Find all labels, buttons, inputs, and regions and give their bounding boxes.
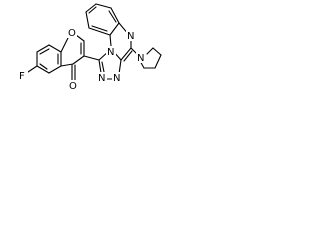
atom-labels: O O F N N N N N xyxy=(18,27,146,92)
bonds xyxy=(27,3,162,81)
atom-nitrogen-triazole-2: N xyxy=(113,73,120,84)
atom-oxygen-ketone: O xyxy=(69,81,77,92)
atom-nitrogen-quinoxaline: N xyxy=(127,31,134,42)
atom-fluorine: F xyxy=(19,71,25,82)
atom-oxygen-pyran: O xyxy=(68,28,76,39)
atom-nitrogen-fusion: N xyxy=(107,47,114,58)
chemical-structure-diagram: O O F N N N N N xyxy=(18,3,162,92)
atom-nitrogen-triazole-1: N xyxy=(98,73,105,84)
atom-nitrogen-pyrrolidine: N xyxy=(137,53,144,64)
